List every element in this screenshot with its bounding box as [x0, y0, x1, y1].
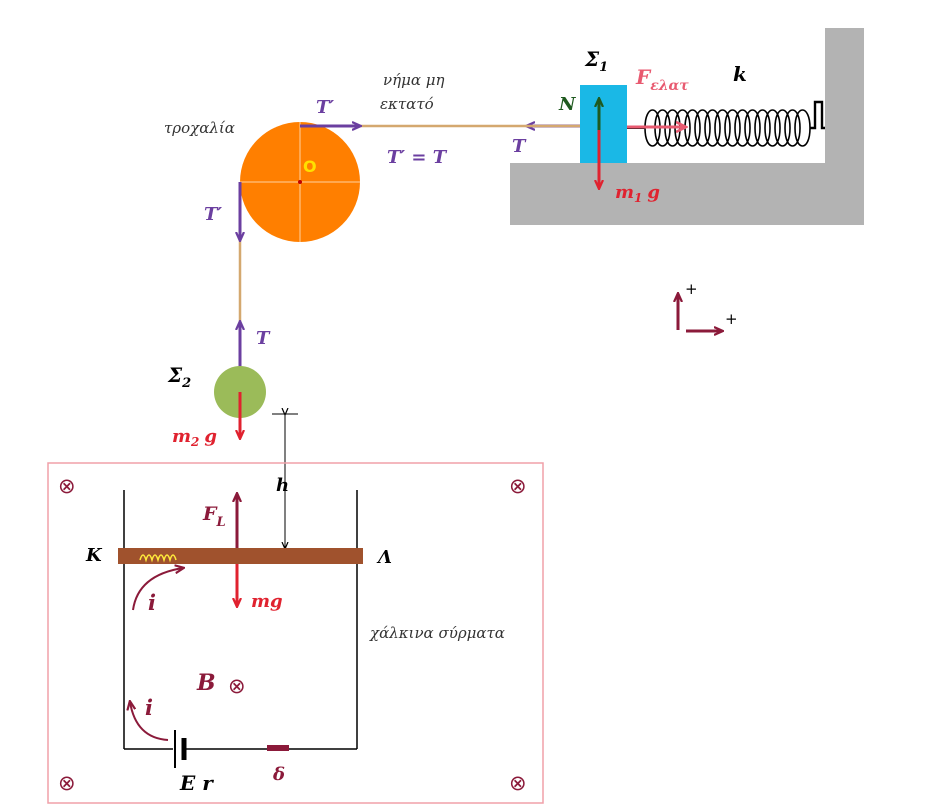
rod-right-label: Λ: [376, 547, 392, 568]
height-label: h: [276, 475, 289, 496]
rod-resistor: [139, 554, 177, 563]
normal-force-label: N: [558, 94, 577, 115]
tension-body2-label: T: [256, 328, 271, 349]
magnetic-field-region: [47, 462, 544, 804]
tension-pulley-left-label: T′: [204, 204, 222, 225]
height-dimension: [272, 414, 298, 548]
rod-weight-label: mg: [251, 591, 283, 612]
tension-pulley-top-label: T′: [316, 97, 334, 118]
pulley-center-label: O: [303, 157, 317, 176]
field-symbol-tr: ⊗: [509, 474, 527, 498]
switch: [267, 745, 289, 751]
current-top-label: i: [148, 590, 156, 615]
field-symbol-tl: ⊗: [58, 474, 76, 498]
current-bottom-label: i: [145, 695, 153, 720]
axes-indicator: [678, 294, 722, 331]
axis-up-plus: +: [685, 280, 698, 298]
battery-label: E r: [179, 771, 214, 795]
battery: [174, 730, 187, 768]
rod-left-label: K: [85, 545, 103, 566]
current-arrow-bottom: [130, 702, 169, 741]
field-symbol-center: ⊗: [228, 674, 246, 698]
spring: [627, 100, 825, 147]
magnetic-field-label: B: [196, 670, 216, 696]
copper-wires-note: χάλκινα σύρματα: [369, 624, 505, 642]
current-arrow-top: [132, 568, 183, 611]
circuit-wires: [123, 490, 358, 750]
block1-label: Σ1: [584, 47, 608, 75]
tension-relation-label: T′ = T: [387, 147, 448, 168]
string-note-line1: νήμα μη: [383, 71, 445, 89]
axis-right-plus: +: [725, 310, 738, 328]
tension-block-label: T: [512, 136, 527, 157]
block-sigma1: [580, 85, 627, 163]
laplace-force-label: FL: [202, 503, 226, 530]
field-symbol-bl: ⊗: [58, 771, 76, 795]
spring-force-label: Fελατ: [635, 65, 689, 94]
string-note-line2: εκτατό: [380, 95, 434, 113]
spring-constant-label: k: [733, 62, 747, 86]
pulley-name: τροχαλία: [164, 119, 235, 137]
switch-label: δ: [272, 764, 285, 785]
field-symbol-br: ⊗: [509, 771, 527, 795]
rod-kl: [118, 548, 363, 564]
pulley: [240, 122, 360, 242]
body2-label: Σ2: [167, 363, 191, 391]
